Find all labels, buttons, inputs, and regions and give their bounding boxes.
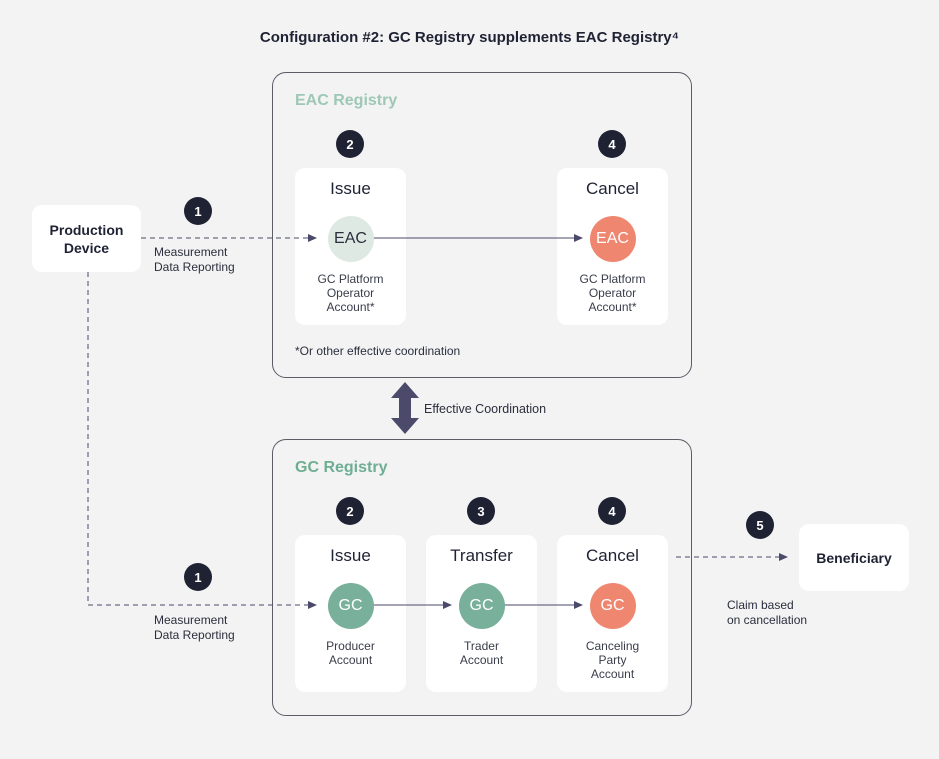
eac-registry-label: EAC Registry — [295, 92, 398, 109]
step-badge-gc-transfer: 3 — [467, 497, 495, 525]
production-device-box: Production Device — [32, 205, 141, 272]
step-badge-gc-issue: 2 — [336, 497, 364, 525]
measurement-label-top: Measurement Data Reporting — [154, 245, 235, 274]
step-badge-eac-issue: 2 — [336, 130, 364, 158]
gc-transfer-account: Trader Account — [459, 639, 504, 667]
eac-cancel-account: GC Platform Operator Account* — [579, 272, 646, 314]
measurement-label-bottom: Measurement Data Reporting — [154, 613, 235, 642]
beneficiary-box: Beneficiary — [799, 524, 909, 591]
gc-transfer-token: GC — [458, 583, 505, 629]
eac-cancel-title: Cancel — [586, 179, 639, 198]
eac-issue-title: Issue — [330, 179, 371, 198]
claim-label: Claim based on cancellation — [727, 598, 808, 627]
dashed-arrow-measurement-gc — [87, 272, 317, 609]
gc-issue-card: Issue GC Producer Account — [295, 535, 406, 692]
diagram-title: Configuration #2: GC Registry supplement… — [259, 29, 680, 46]
gc-issue-title: Issue — [330, 546, 371, 565]
gc-transfer-card: Transfer GC Trader Account — [426, 535, 537, 692]
gc-cancel-title: Cancel — [586, 546, 639, 565]
eac-cancel-card: Cancel EAC GC Platform Operator Account* — [557, 168, 668, 325]
step-badge-gc-cancel: 4 — [598, 497, 626, 525]
eac-footnote: *Or other effective coordination — [295, 344, 461, 358]
gc-cancel-account: Canceling Party Account — [585, 639, 640, 681]
eac-registry-panel: EAC Registry Issue EAC GC Platform Opera… — [272, 72, 692, 378]
gc-issue-token: GC — [327, 583, 374, 629]
step-badge-eac-cancel: 4 — [598, 130, 626, 158]
gc-cancel-token: GC — [589, 583, 636, 629]
gc-issue-account: Producer Account — [326, 639, 375, 667]
eac-cancel-token: EAC — [589, 216, 636, 262]
eac-issue-card: Issue EAC GC Platform Operator Account* — [295, 168, 406, 325]
step-badge-measurement-top: 1 — [184, 197, 212, 225]
double-arrow-coordination-icon — [391, 382, 419, 434]
gc-registry-panel: GC Registry Issue GC Producer Account Tr… — [272, 439, 692, 716]
coordination-label: Effective Coordination — [424, 402, 547, 416]
gc-registry-label: GC Registry — [295, 459, 388, 476]
gc-transfer-title: Transfer — [450, 546, 513, 565]
eac-issue-token: EAC — [327, 216, 374, 262]
step-badge-measurement-bottom: 1 — [184, 563, 212, 591]
gc-cancel-card: Cancel GC Canceling Party Account — [557, 535, 668, 692]
eac-issue-account: GC Platform Operator Account* — [317, 272, 384, 314]
step-badge-claim: 5 — [746, 511, 774, 539]
